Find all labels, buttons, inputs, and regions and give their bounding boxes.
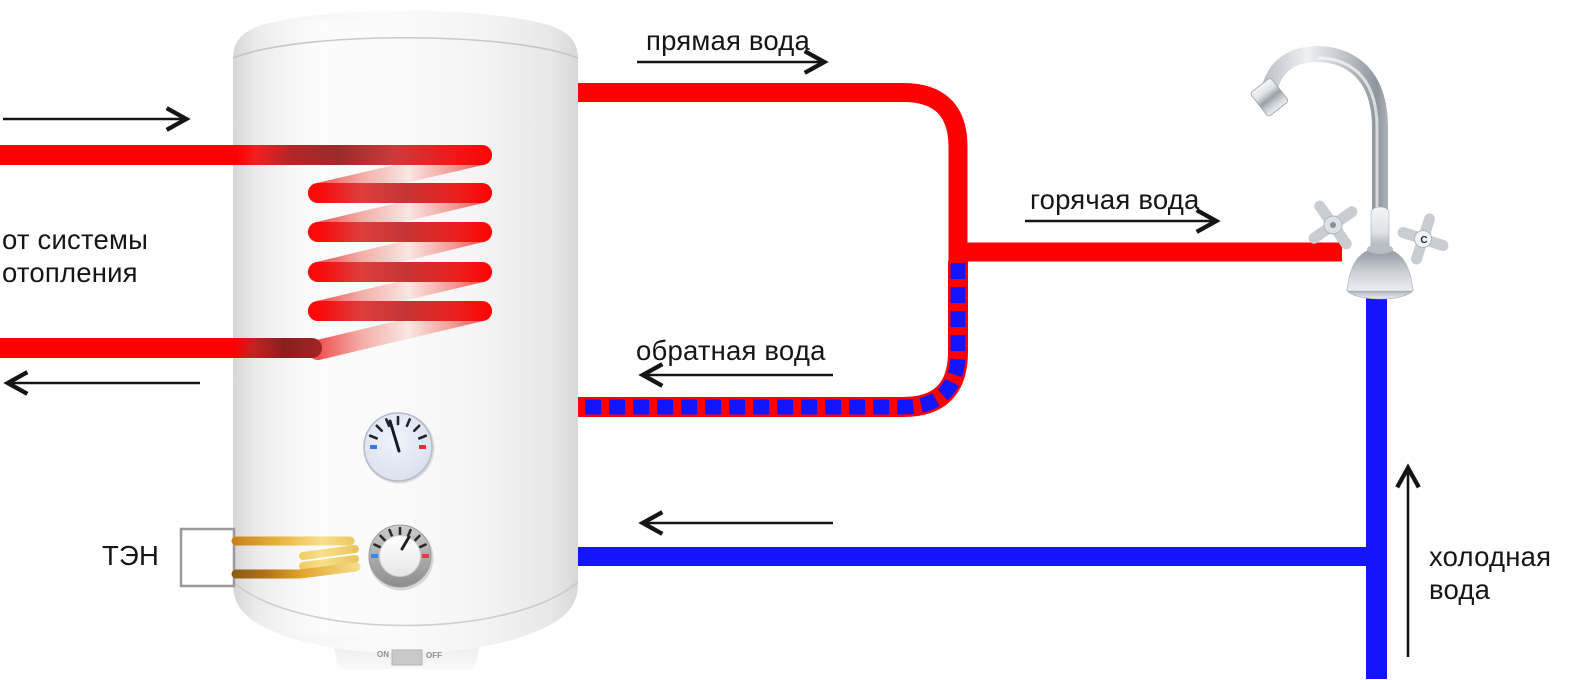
heating-element-flange — [179, 527, 236, 588]
label-from-heating-line2: отопления — [2, 257, 138, 288]
faucet-spout-highlight — [1317, 56, 1379, 250]
flow-arrows — [3, 62, 1408, 657]
heating-element — [179, 527, 361, 588]
knob-dial — [379, 535, 421, 577]
label-from-heating-line1: от системы — [2, 224, 149, 255]
label-direct-water: прямая вода — [646, 25, 811, 56]
cold-water-pipes — [578, 286, 1387, 679]
faucet-hot-handle — [1308, 200, 1358, 250]
faucet-spout — [1260, 45, 1388, 260]
label-cold-water: холодная вода — [1429, 540, 1551, 606]
return-water-pipe-dashes — [578, 263, 966, 415]
faucet-aerator — [1250, 78, 1289, 117]
temperature-knob — [368, 524, 434, 591]
faucet: C — [1250, 45, 1449, 300]
knob-indicator — [400, 535, 411, 551]
power-switch-slider — [391, 649, 423, 666]
label-heating-element: ТЭН — [102, 540, 160, 571]
thermometer-gauge — [363, 412, 435, 484]
coil-front-turns — [308, 183, 492, 321]
direct-water-pipe — [578, 83, 968, 265]
tank-bottom-seam — [232, 581, 579, 627]
label-from-heating-system: от системы отопления — [2, 223, 148, 289]
tank-top-seam — [232, 37, 579, 59]
label-cold-water-line2: вода — [1429, 574, 1491, 605]
label-cold-water-line1: холодная — [1429, 541, 1552, 572]
label-hot-water: горячая вода — [1030, 184, 1200, 215]
label-switch-off: OFF — [426, 651, 442, 660]
label-switch-on: ON — [377, 650, 389, 659]
faucet-cold-mark-letter: C — [1420, 235, 1427, 246]
faucet-cold-handle — [1397, 213, 1449, 265]
faucet-collar — [1367, 244, 1393, 254]
label-return-water: обратная вода — [636, 335, 826, 366]
gauge-needle — [388, 419, 401, 453]
heat-exchanger-coil — [0, 145, 492, 360]
hot-water-pipes — [578, 83, 1342, 417]
heating-element-rods — [231, 536, 361, 579]
knob-ticks — [373, 526, 427, 549]
gauge-ticks — [368, 415, 428, 440]
